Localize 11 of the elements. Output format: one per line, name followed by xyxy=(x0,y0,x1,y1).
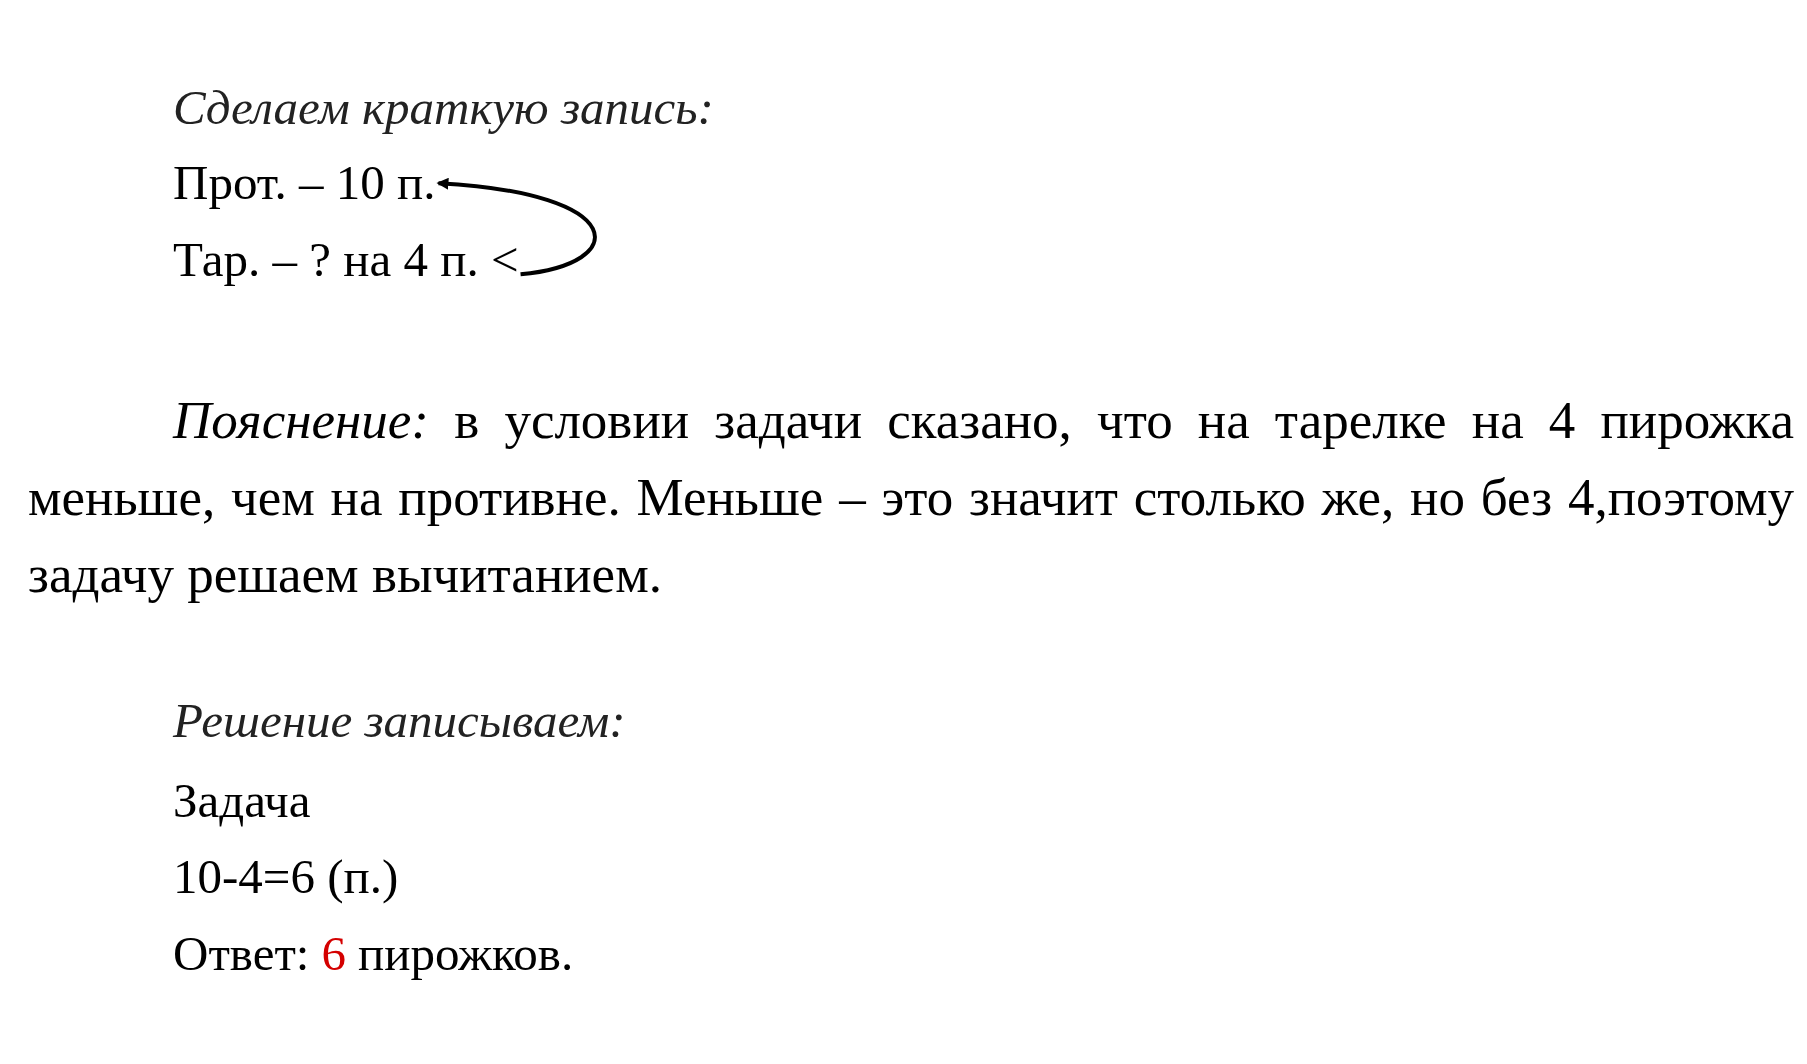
heading: Сделаем краткую запись: xyxy=(173,80,714,137)
explanation-paragraph: Пояснение: в условии задачи сказано, что на тарелке на 4 пирожка меньше, чем на противне. Меньше – это значит столько же, но без 4,поэтому задачу решаем вычитанием. xyxy=(28,390,1794,605)
equation: 10-4=6 (п.) xyxy=(173,849,399,906)
answer-unit: пирожков. xyxy=(357,926,574,983)
curved-arrow xyxy=(436,178,597,277)
answer-number: 6 xyxy=(321,926,346,983)
heading: Решение записываем: xyxy=(173,693,626,750)
note-line: Тар. – ? на 4 п. < xyxy=(173,232,519,289)
task-heading: Задача xyxy=(173,773,311,830)
answer-label: Ответ: xyxy=(173,926,310,983)
note-line: Прот. – 10 п. xyxy=(173,155,436,212)
